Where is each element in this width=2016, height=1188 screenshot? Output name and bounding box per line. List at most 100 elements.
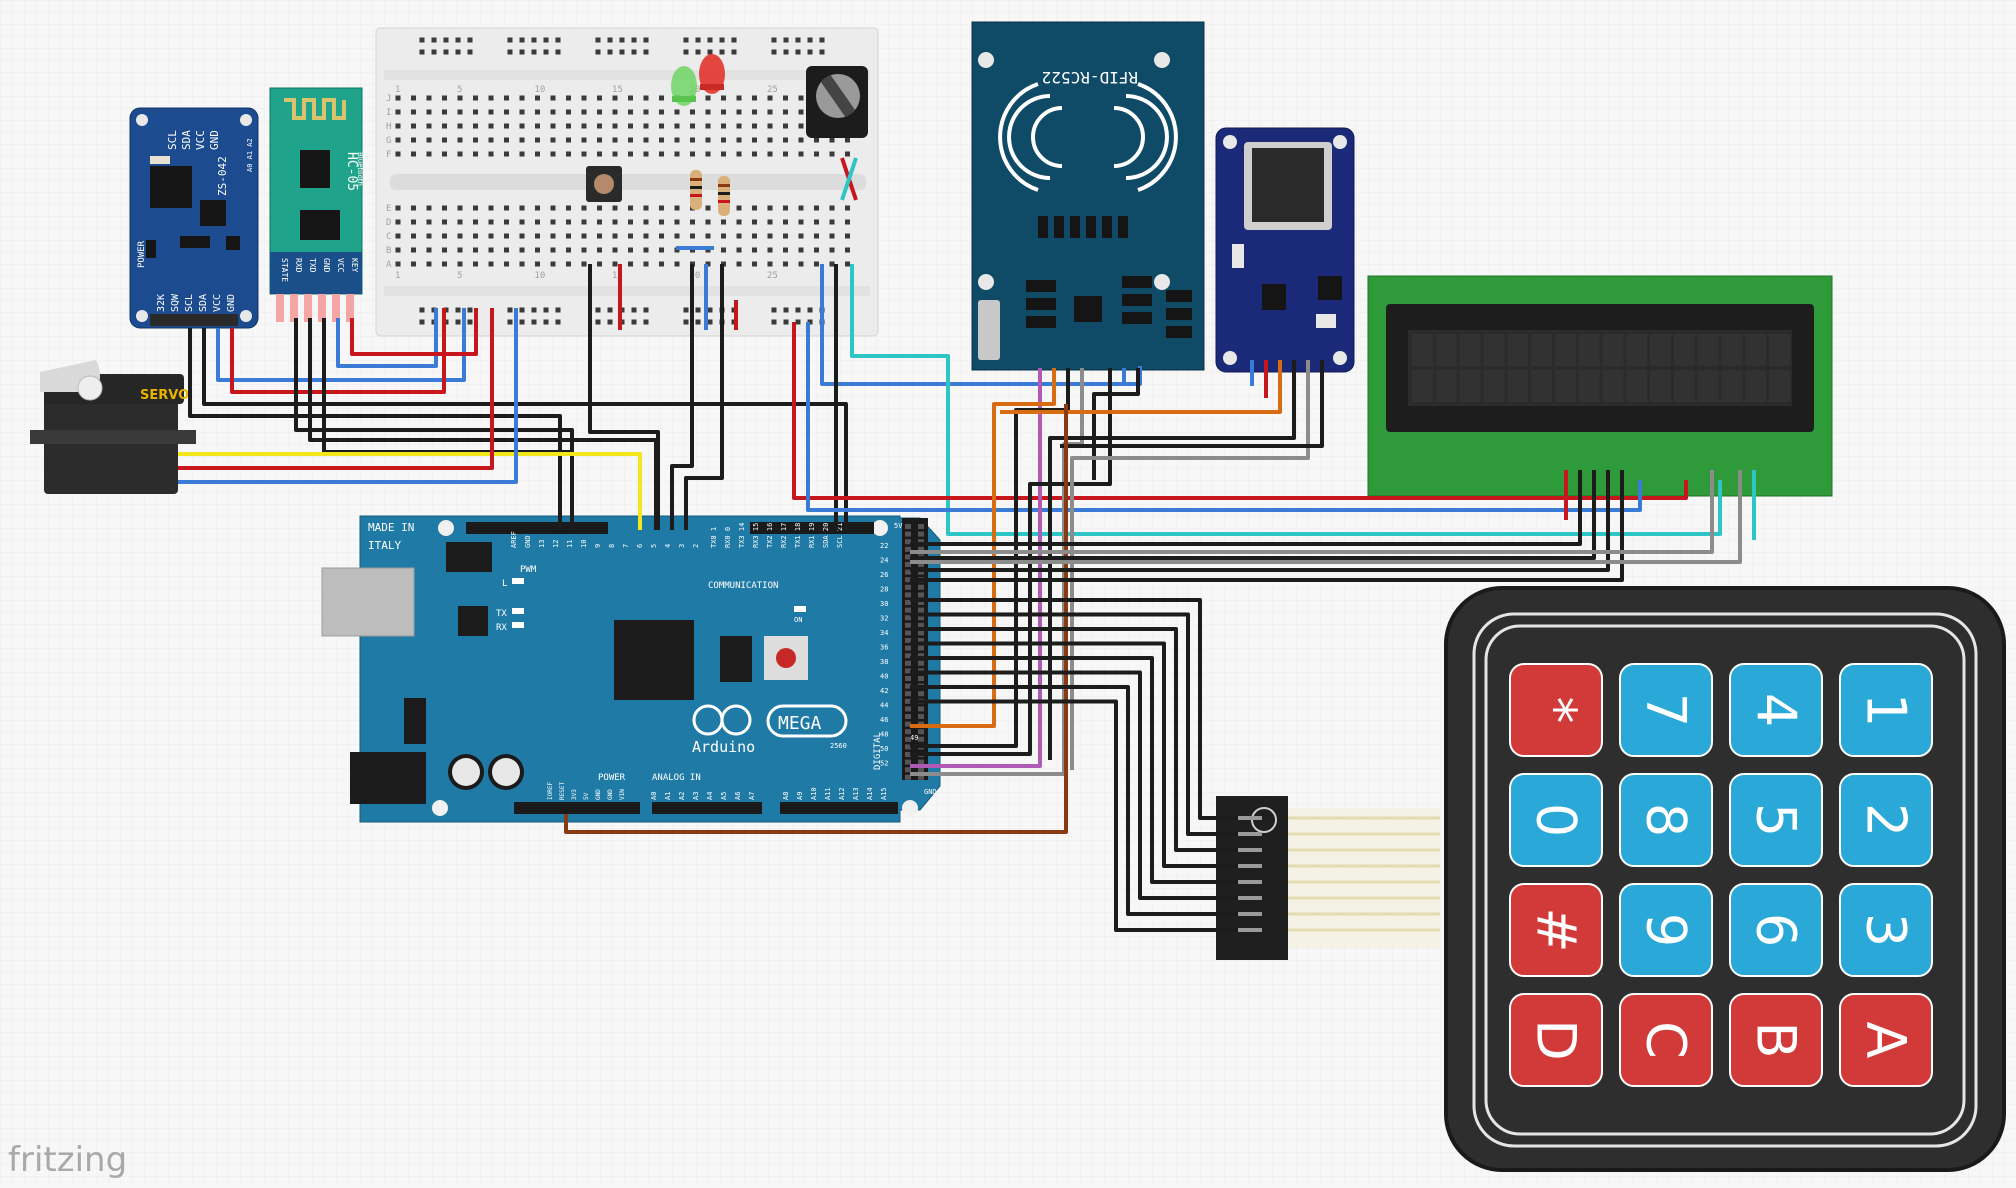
breadboard-hole <box>550 123 556 129</box>
arduino-pin-label: TX3 14 <box>738 523 746 548</box>
breadboard-hole <box>752 247 757 253</box>
breadboard-hole <box>736 261 742 267</box>
keypad-key[interactable]: 6 <box>1729 883 1823 977</box>
breadboard-row-label: A <box>386 260 392 270</box>
breadboard-hole <box>519 219 525 225</box>
lcd-char-cell <box>1721 370 1743 402</box>
breadboard-hole <box>473 205 478 211</box>
arduino-header-pin <box>905 691 911 697</box>
breadboard-rail-hole <box>419 37 425 43</box>
rfid-label: RFID-RC522 <box>1042 68 1138 87</box>
breadboard-hole <box>550 247 556 253</box>
keypad-key[interactable]: 0 <box>1509 773 1603 867</box>
wire-bt-vcc <box>336 308 438 368</box>
arduino-digital-pin-label: 40 <box>880 673 888 681</box>
breadboard-rail-hole <box>555 49 561 55</box>
breadboard-hole <box>550 233 556 239</box>
arduino-header-pin <box>905 607 911 613</box>
breadboard-hole <box>473 151 478 157</box>
breadboard-hole <box>845 247 850 253</box>
breadboard-rail-hole <box>631 307 637 313</box>
breadboard-hole <box>488 109 494 115</box>
breadboard-rail-hole <box>643 319 649 325</box>
keypad-key[interactable]: * <box>1509 663 1603 757</box>
breadboard-hole <box>411 151 416 157</box>
breadboard-hole <box>721 247 726 253</box>
arduino-pin-label: SCL 21 <box>836 523 844 548</box>
breadboard-hole <box>535 205 540 211</box>
breadboard-rail-hole <box>443 37 449 43</box>
keypad-key-label: 6 <box>1745 913 1808 947</box>
bt-pin-label: RXD <box>294 258 303 273</box>
keypad-key[interactable]: C <box>1619 993 1713 1087</box>
keypad-key[interactable]: 1 <box>1839 663 1933 757</box>
rtc-chip-label: ZS-042 <box>216 156 229 196</box>
breadboard-hole <box>566 123 571 129</box>
keypad-key[interactable]: 5 <box>1729 773 1823 867</box>
breadboard-rail-hole <box>731 37 737 43</box>
breadboard-hole <box>597 151 602 157</box>
breadboard-hole <box>426 137 432 143</box>
keypad-key[interactable]: 2 <box>1839 773 1933 867</box>
breadboard-hole <box>612 151 618 157</box>
wire-sd-power <box>564 404 1068 834</box>
keypad-key-label: 4 <box>1745 693 1808 727</box>
lcd-char-cell <box>1507 334 1529 366</box>
breadboard-hole <box>535 109 540 115</box>
breadboard-rail-hole <box>531 49 537 55</box>
breadboard-row-label: I <box>386 108 391 118</box>
arduino-header-pin <box>905 744 911 750</box>
breadboard-rail-hole <box>707 307 713 313</box>
breadboard-rail-hole <box>631 37 637 43</box>
breadboard-hole <box>628 95 633 101</box>
arduino-analog-pin-label: A3 <box>692 792 700 800</box>
arduino-header-pin <box>905 524 911 529</box>
breadboard-rail-hole <box>443 49 449 55</box>
lcd-char-cell <box>1554 370 1576 402</box>
rtc-label-scl: SCL <box>166 130 179 150</box>
breadboard-rail-hole <box>819 49 825 55</box>
keypad-key-cap <box>1619 773 1713 867</box>
breadboard: 11551010151520202525JIHGFEDCBA <box>375 27 879 337</box>
breadboard-hole <box>504 109 509 115</box>
arduino-analog-pin-label: A1 <box>664 792 672 800</box>
breadboard-row-label: J <box>386 94 391 104</box>
keypad-key[interactable]: A <box>1839 993 1933 1087</box>
breadboard-rail-hole <box>455 49 461 55</box>
keypad-key[interactable]: B <box>1729 993 1823 1087</box>
breadboard-rail-hole <box>531 319 537 325</box>
breadboard-hole <box>829 219 835 225</box>
breadboard-hole <box>783 247 788 253</box>
breadboard-hole <box>581 233 587 239</box>
breadboard-hole <box>426 247 432 253</box>
arduino-analog-pin-label: A5 <box>720 792 728 800</box>
keypad-key[interactable]: 9 <box>1619 883 1713 977</box>
breadboard-hole <box>535 233 540 239</box>
breadboard-hole <box>519 95 525 101</box>
arduino-analog-pin-label: A0 <box>650 792 658 800</box>
breadboard-hole <box>767 95 773 101</box>
breadboard-hole <box>519 205 525 211</box>
keypad-key-cap <box>1729 773 1823 867</box>
arduino-pin-label: 10 <box>580 540 588 548</box>
arduino-power-pin-label: IOREF <box>547 782 554 800</box>
breadboard-rail-hole <box>455 307 461 313</box>
lcd-char-cell <box>1531 334 1552 366</box>
arduino-power-pin-label: RESET <box>559 782 566 800</box>
wire-layer <box>178 157 1756 932</box>
keypad-key[interactable]: 8 <box>1619 773 1713 867</box>
breadboard-rail-hole <box>467 319 473 325</box>
keypad-key-label: 2 <box>1855 803 1918 837</box>
arduino-digital-pin-label: 48 <box>880 731 888 739</box>
breadboard-hole <box>597 109 602 115</box>
breadboard-rail-hole <box>467 49 473 55</box>
keypad-key[interactable]: 3 <box>1839 883 1933 977</box>
keypad-key[interactable]: 4 <box>1729 663 1823 757</box>
keypad-key[interactable]: # <box>1509 883 1603 977</box>
arduino-header-pin <box>918 759 924 765</box>
arduino-pin-label: 4 <box>664 544 672 548</box>
arduino-analog-pin-label: A9 <box>796 792 804 800</box>
breadboard-hole <box>519 261 525 267</box>
keypad-key[interactable]: D <box>1509 993 1603 1087</box>
keypad-key[interactable]: 7 <box>1619 663 1713 757</box>
